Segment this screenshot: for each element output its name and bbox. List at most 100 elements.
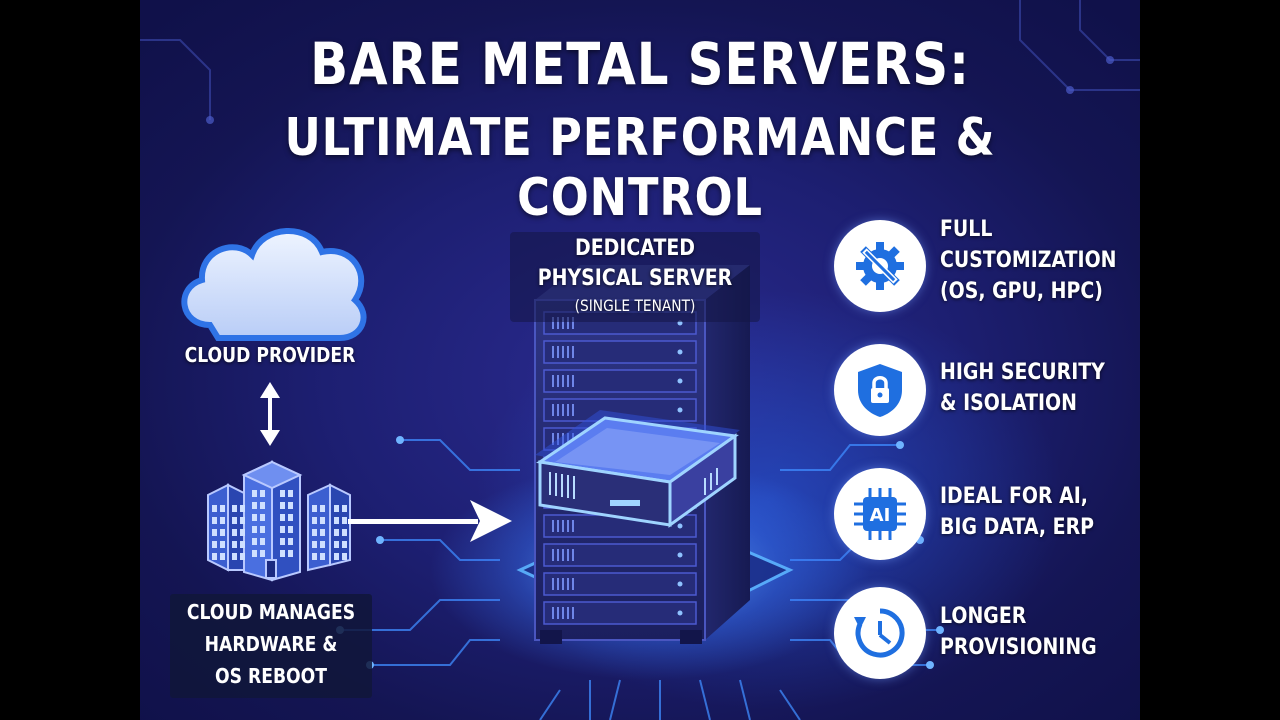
building-window <box>252 538 257 545</box>
building-window <box>220 529 225 536</box>
rack-vent <box>562 520 564 532</box>
title-line-2: ULTIMATE PERFORMANCE & CONTROL <box>284 108 996 228</box>
rack-led <box>677 610 683 616</box>
rack-vent <box>567 404 569 416</box>
building-window <box>220 541 225 548</box>
building-window <box>260 550 265 557</box>
building-window <box>232 553 237 560</box>
rack-vent <box>557 607 559 619</box>
building-window <box>312 517 317 524</box>
building-window <box>320 529 325 536</box>
right-arrow-icon <box>348 500 512 542</box>
building-window <box>240 529 245 536</box>
rack-vent <box>552 607 554 619</box>
building-window <box>240 541 245 548</box>
building-window <box>232 541 237 548</box>
building-window <box>252 502 257 509</box>
manage-line-1: CLOUD MANAGES <box>186 600 356 624</box>
rack-vent <box>567 346 569 358</box>
rack-vent <box>562 317 564 329</box>
building-window <box>240 553 245 560</box>
building-window <box>280 490 285 497</box>
rack-vent <box>572 549 574 561</box>
cloud-provider-label: CLOUD PROVIDER <box>184 343 356 367</box>
building-window <box>280 526 285 533</box>
building-window <box>334 517 339 524</box>
cloud-manages-box: CLOUD MANAGES HARDWARE & OS REBOOT <box>170 594 372 698</box>
building-window <box>288 502 293 509</box>
rack-vent <box>557 375 559 387</box>
building-window <box>252 514 257 521</box>
building-window <box>252 550 257 557</box>
building-window <box>232 529 237 536</box>
building-window <box>212 553 217 560</box>
rack-vent <box>567 607 569 619</box>
feature-text-line: BIG DATA, ERP <box>940 515 1095 540</box>
rack-vent <box>567 549 569 561</box>
feature-text-line: & ISOLATION <box>940 391 1077 416</box>
feature-ai: AI IDEAL FOR AI, BIG DATA, ERP <box>834 468 1134 560</box>
rack-led <box>677 378 683 384</box>
server-caption-line-3: (SINGLE TENANT) <box>574 296 696 315</box>
building-window <box>320 517 325 524</box>
building-window <box>280 538 285 545</box>
feature-text-line: HIGH SECURITY <box>940 360 1105 385</box>
server-caption: DEDICATED PHYSICAL SERVER (SINGLE TENANT… <box>510 232 760 322</box>
building-window <box>288 490 293 497</box>
shield-lock-icon <box>858 364 902 417</box>
building-window <box>334 505 339 512</box>
building-window <box>252 490 257 497</box>
rack-vent <box>557 404 559 416</box>
rack-vent <box>557 317 559 329</box>
rack-vent <box>552 578 554 590</box>
building-window <box>288 514 293 521</box>
rack-led <box>677 581 683 587</box>
rack-vent <box>562 549 564 561</box>
rack-slot <box>543 543 697 567</box>
building-window <box>260 538 265 545</box>
building-window <box>280 514 285 521</box>
rack-vent <box>572 607 574 619</box>
feature-customization: FULL CUSTOMIZATION (OS, GPU, HPC) <box>834 217 1134 312</box>
building-window <box>334 541 339 548</box>
rack-vent <box>552 346 554 358</box>
building-window <box>312 529 317 536</box>
feature-text-line: IDEAL FOR AI, <box>940 484 1089 509</box>
feature-text-line: CUSTOMIZATION <box>940 248 1117 273</box>
corner-circuits <box>140 0 1140 120</box>
ai-chip-label: AI <box>870 505 891 526</box>
rack-vent <box>567 520 569 532</box>
rack-led <box>677 552 683 558</box>
manage-line-3: OS REBOOT <box>214 664 328 688</box>
building-window <box>220 517 225 524</box>
building-window <box>240 517 245 524</box>
building-window <box>342 517 347 524</box>
building-window <box>320 553 325 560</box>
rack-slot <box>543 572 697 596</box>
feature-provisioning: LONGER PROVISIONING <box>834 587 1134 679</box>
building-window <box>260 490 265 497</box>
feature-icon-badge: AI <box>834 468 926 560</box>
double-arrow-icon <box>260 382 280 446</box>
rack-led <box>677 407 683 413</box>
rack-vent <box>552 433 554 445</box>
circuit-background <box>140 0 1140 720</box>
building-window <box>288 550 293 557</box>
server-caption-line-2: PHYSICAL SERVER <box>537 266 733 291</box>
feature-security: HIGH SECURITY & ISOLATION <box>834 344 1134 436</box>
rack-vent <box>557 433 559 445</box>
building-window <box>260 514 265 521</box>
building-window <box>288 538 293 545</box>
building-window <box>342 541 347 548</box>
building-window <box>334 553 339 560</box>
rack-vent <box>572 520 574 532</box>
rack-led <box>677 523 683 529</box>
building-icon <box>207 460 351 582</box>
building-window <box>212 517 217 524</box>
feature-text-line: PROVISIONING <box>940 635 1097 660</box>
building-window <box>252 526 257 533</box>
rack-vent <box>552 375 554 387</box>
rack-vent <box>562 375 564 387</box>
rack-vent <box>552 317 554 329</box>
rack-vent <box>552 549 554 561</box>
